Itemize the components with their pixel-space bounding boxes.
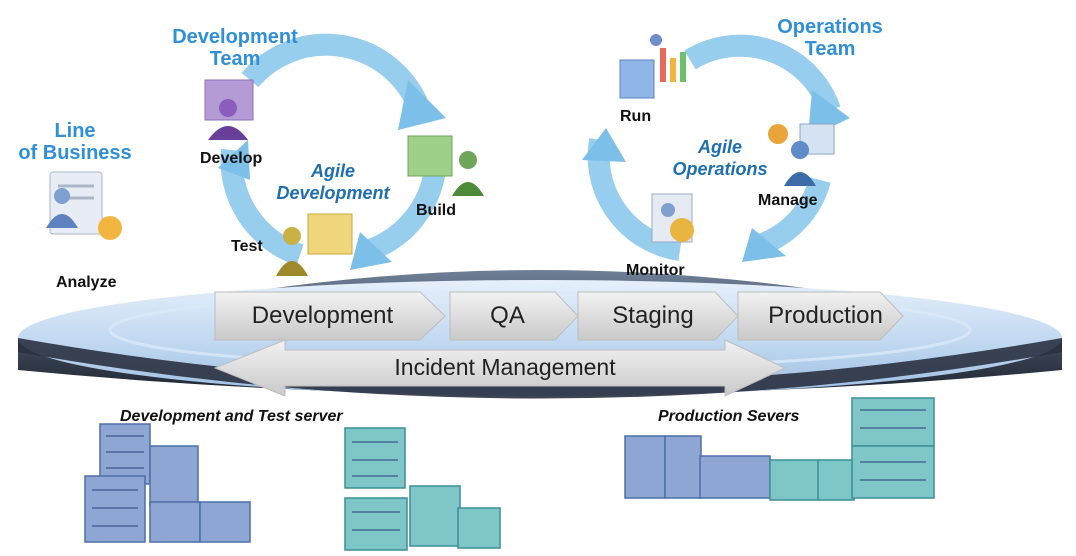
- build-label: Build: [416, 202, 456, 219]
- run-label: Run: [620, 108, 652, 125]
- develop-label: Develop: [200, 150, 263, 167]
- agile-development-arrowheads: [218, 80, 446, 270]
- manage-label: Manage: [758, 192, 818, 209]
- dev-test-servers-teal: [344, 427, 501, 551]
- monitor-label: Monitor: [626, 262, 685, 279]
- operations-team-label: Operations Team: [777, 16, 883, 60]
- production-servers: [624, 397, 935, 501]
- development-team-label: Development Team: [172, 26, 298, 70]
- test-icon: [276, 213, 353, 276]
- develop-icon: [204, 79, 254, 140]
- production-servers-label: Production Severs: [658, 408, 800, 425]
- server-slots: [92, 409, 926, 531]
- stage-production: Production: [768, 302, 883, 329]
- build-icon: [407, 135, 484, 196]
- line-of-business-label: Line of Business: [18, 120, 132, 164]
- run-icon: [619, 34, 686, 99]
- dev-test-server-label: Development and Test server: [120, 408, 343, 425]
- test-label: Test: [231, 238, 263, 255]
- monitor-icon: [651, 193, 694, 243]
- stage-arrows: [214, 291, 904, 341]
- incident-management-label: Incident Management: [394, 354, 616, 380]
- dev-test-servers: [84, 423, 251, 543]
- incident-double-arrow: [213, 339, 787, 397]
- analyze-label: Analyze: [56, 274, 117, 291]
- manage-icon: [768, 123, 835, 186]
- stage-development: Development: [251, 302, 394, 329]
- agile-development-label: Agile Development: [276, 161, 390, 203]
- stage-staging: Staging: [612, 302, 694, 329]
- agile-operations-label: Agile Operations: [672, 137, 768, 179]
- line-of-business-icon: [46, 171, 122, 240]
- stage-qa: QA: [490, 302, 525, 329]
